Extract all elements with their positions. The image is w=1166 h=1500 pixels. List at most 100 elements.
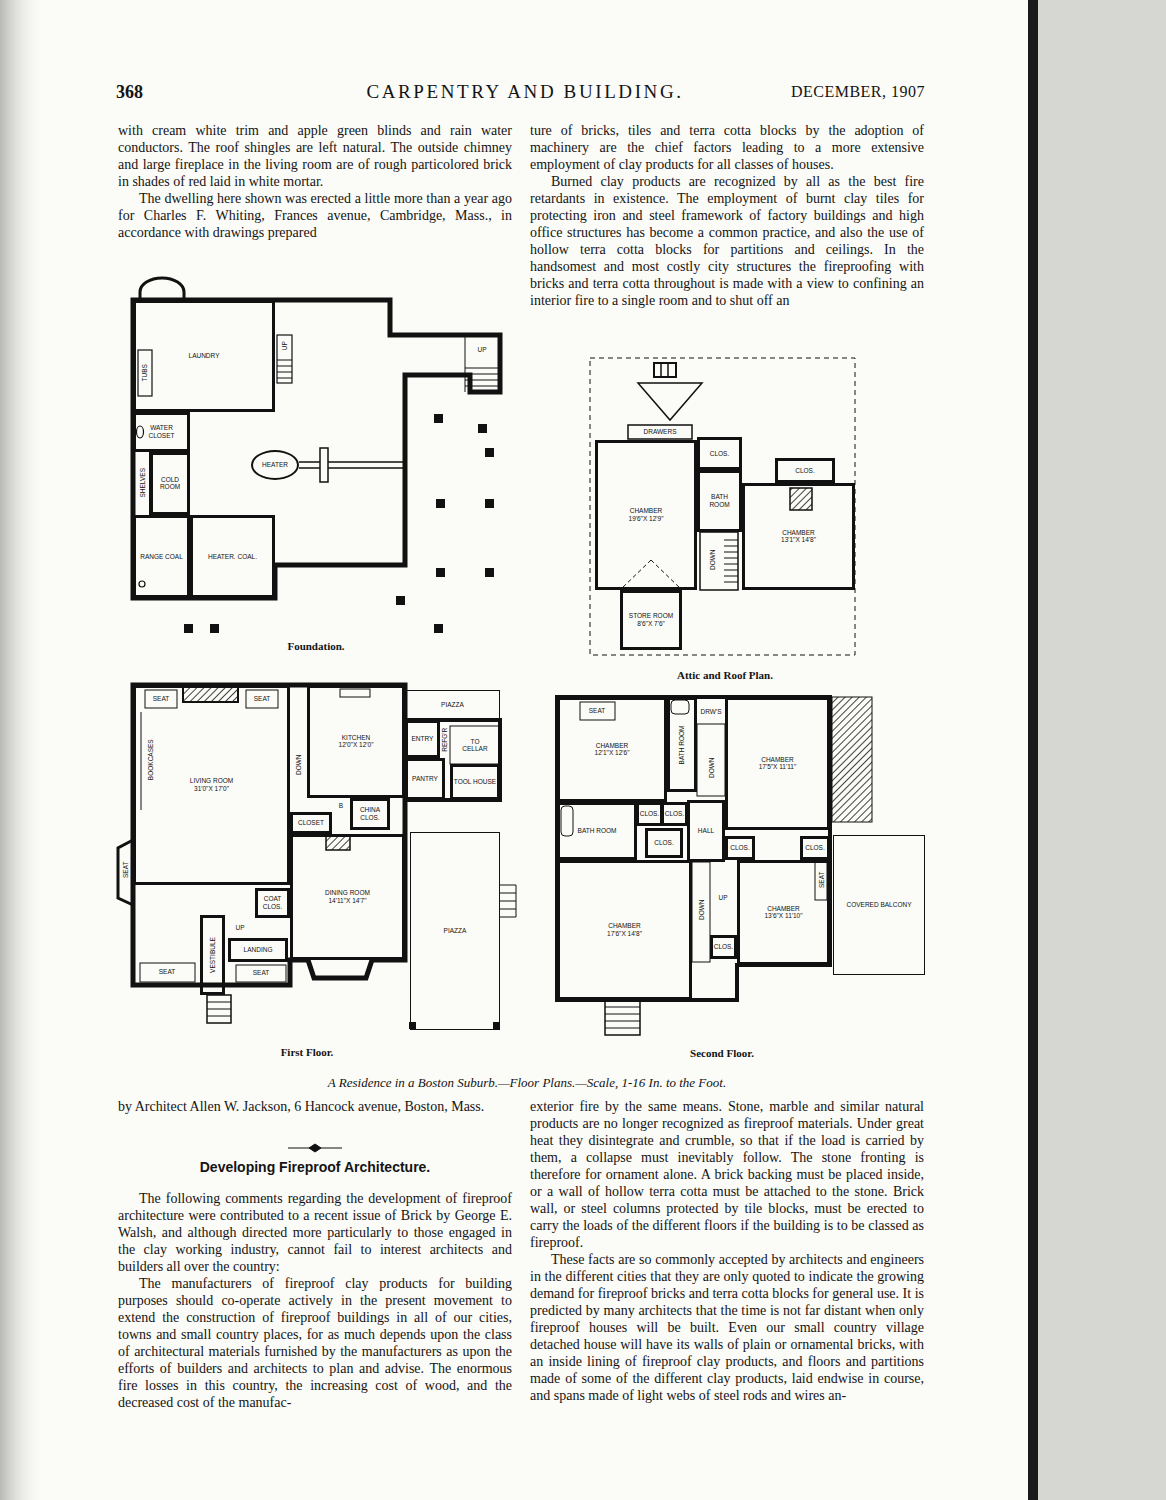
section-ornament xyxy=(288,1144,342,1152)
foundation-plan xyxy=(184,414,494,633)
room-text-group: RANGE COAL xyxy=(137,553,187,561)
room-text-group: ENTRY xyxy=(409,735,437,743)
room-dimension: 31'0"X 17'0" xyxy=(137,785,287,793)
second-floor-plan xyxy=(580,702,615,720)
foundation-plan xyxy=(396,596,405,605)
room-name: CLOS. xyxy=(640,810,660,818)
first-floor-plan xyxy=(493,1022,500,1029)
room-text-group: COAT CLOS. xyxy=(259,895,287,911)
room-name: BATH ROOM xyxy=(678,701,686,789)
room-name: STORE ROOM xyxy=(624,612,679,620)
room-box: LAUNDRY xyxy=(133,300,275,412)
foundation-plan xyxy=(320,448,328,482)
room-name: BATH ROOM xyxy=(561,827,634,835)
room-box: COLD ROOM xyxy=(150,452,190,515)
page-edge xyxy=(1038,0,1166,1500)
room-box: CHAMBER13'1"X 14'8" xyxy=(742,483,855,590)
room-name: CLOSET xyxy=(294,819,329,827)
first-floor-plan xyxy=(409,1022,500,1029)
room-text-group: CLOS. xyxy=(804,844,827,852)
body-paragraph: These facts are so commonly accepted by … xyxy=(530,1251,924,1404)
second-floor-plan xyxy=(832,697,872,822)
plan-label: SEAT xyxy=(589,707,606,714)
room-text-group: LAUNDRY xyxy=(137,352,272,360)
attic-plan xyxy=(661,363,668,377)
room-box: CLOS. xyxy=(636,802,663,826)
room-text-group: CLOS. xyxy=(701,450,739,458)
first-floor-plan xyxy=(236,965,286,982)
room-box: CLOS. xyxy=(800,836,830,860)
plan-label: UP xyxy=(718,894,727,901)
room-name: DINING ROOM xyxy=(294,889,402,897)
plan-label: SHELVES xyxy=(139,468,146,498)
second-floor-plan xyxy=(697,724,725,796)
room-text-group: CLOS. xyxy=(714,943,734,951)
plan-label: B xyxy=(339,802,343,809)
room-text-group: CLOS. xyxy=(665,810,685,818)
room-box: CLOS. xyxy=(775,458,835,483)
room-box: WATER CLOSET xyxy=(133,412,190,452)
room-name: CHAMBER xyxy=(599,507,694,515)
attic-plan xyxy=(654,363,676,377)
attic-plan xyxy=(790,488,812,510)
room-name: CLOS. xyxy=(729,844,752,852)
plan-label: UP xyxy=(477,346,486,353)
room-box: DINING ROOM14'11"X 14'7" xyxy=(290,834,405,960)
page-number: 368 xyxy=(116,82,143,103)
plan-label: DRW'S xyxy=(701,708,722,715)
room-text-group: WATER CLOSET xyxy=(137,424,187,440)
attic-plan xyxy=(590,358,855,655)
foundation-plan xyxy=(434,624,443,633)
room-name: LIVING ROOM xyxy=(137,777,287,785)
room-dimension: 13'6"X 11'10" xyxy=(741,913,827,921)
room-name: CLOS. xyxy=(779,467,832,475)
room-box: HEATER. COAL. xyxy=(190,515,275,598)
page-edge xyxy=(1028,0,1038,1500)
room-box: PIAZZA xyxy=(405,690,500,720)
foundation-plan xyxy=(434,414,443,423)
room-name: PIAZZA xyxy=(414,927,497,935)
room-name: ENTRY xyxy=(409,735,437,743)
room-name: LANDING xyxy=(232,946,285,954)
room-text-group: KITCHEN12'0"X 12'0" xyxy=(311,734,402,750)
room-name: PIAZZA xyxy=(409,701,497,709)
room-box: CHAMBER13'6"X 11'10" xyxy=(737,860,830,965)
first-floor-plan xyxy=(450,726,500,764)
room-box: CLOSET xyxy=(290,812,332,834)
room-text-group: TOOL HOUSE xyxy=(454,778,497,786)
heater-circle: HEATER xyxy=(251,450,299,480)
foundation-plan xyxy=(485,568,494,577)
plan-label: DOWN xyxy=(707,758,714,779)
room-dimension: 17'5"X 11'11" xyxy=(729,764,827,772)
first-floor-plan xyxy=(326,836,350,850)
room-box: CHAMBER17'5"X 11'11" xyxy=(725,697,830,830)
room-text-group: STORE ROOM8'6"X 7'6" xyxy=(624,612,679,628)
room-name: CHINA CLOS. xyxy=(354,806,387,822)
room-name: HEATER. COAL. xyxy=(194,553,272,561)
room-text-group: BATH ROOM xyxy=(701,493,739,509)
room-name: CLOS. xyxy=(665,810,685,818)
room-box: COVERED BALCONY xyxy=(833,835,925,975)
foundation-plan xyxy=(485,499,494,508)
foundation-plan xyxy=(299,461,405,463)
room-name: HEATER xyxy=(257,461,293,469)
second-floor-plan xyxy=(605,1000,640,1035)
issue-date: DECEMBER, 1907 xyxy=(791,83,925,101)
plan-label: SEAT xyxy=(159,968,176,975)
plan-title: Foundation. xyxy=(287,640,344,652)
foundation-plan xyxy=(133,278,500,633)
room-box: PANTRY xyxy=(405,758,445,800)
room-text-group: CHAMBER12'1"X 12'6" xyxy=(561,742,664,758)
plan-title: Attic and Roof Plan. xyxy=(677,669,773,681)
room-text-group: PIAZZA xyxy=(409,701,497,709)
plan-label: SEAT xyxy=(253,969,270,976)
room-name: CHAMBER xyxy=(561,742,664,750)
first-floor-plan xyxy=(207,995,231,1023)
second-floor-plan xyxy=(561,806,573,836)
room-text-group: DINING ROOM14'11"X 14'7" xyxy=(294,889,402,905)
running-head: CARPENTRY AND BUILDING. xyxy=(366,81,683,103)
second-floor-plan xyxy=(605,1007,640,1028)
room-box: TOOL HOUSE xyxy=(450,764,500,800)
